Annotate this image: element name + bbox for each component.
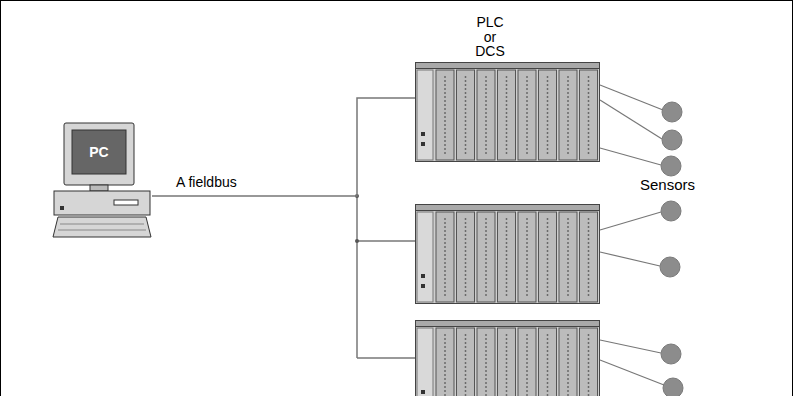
pc-computer-picture [52, 120, 152, 240]
wire [600, 212, 661, 230]
sensor-dot [662, 130, 682, 150]
wire [600, 252, 660, 266]
plc-rack [416, 205, 600, 304]
fieldbus-line [152, 98, 415, 196]
rack-heading: PLC or DCS [470, 15, 510, 59]
wire [600, 100, 662, 139]
bus-line [357, 357, 415, 359]
plc-rack [416, 321, 600, 396]
wire [600, 148, 661, 165]
junction-dot [355, 239, 359, 243]
sensor-dot [663, 378, 683, 396]
sensor-dot [662, 102, 682, 122]
plc-rack-picture [415, 62, 600, 162]
wire [600, 360, 664, 385]
plc-rack: PLC or DCS [415, 62, 600, 162]
sensors [660, 102, 683, 396]
pc-label: PC [72, 130, 126, 174]
fieldbus-branch [357, 196, 415, 358]
group-label: Sensors [640, 176, 695, 193]
bus-line [356, 196, 358, 358]
sensor-dot [661, 201, 681, 221]
bus-label: A fieldbus [176, 174, 237, 190]
pc-computer: PC [52, 120, 152, 240]
sensor-dot [661, 344, 681, 364]
bus-line [357, 240, 415, 242]
wire [600, 340, 661, 353]
sensor-wires [600, 85, 664, 385]
plc-rack-symbol [416, 63, 600, 162]
sensor-dot [661, 156, 681, 176]
sensor-dot [660, 257, 680, 277]
pc-computer-symbol [53, 123, 151, 237]
